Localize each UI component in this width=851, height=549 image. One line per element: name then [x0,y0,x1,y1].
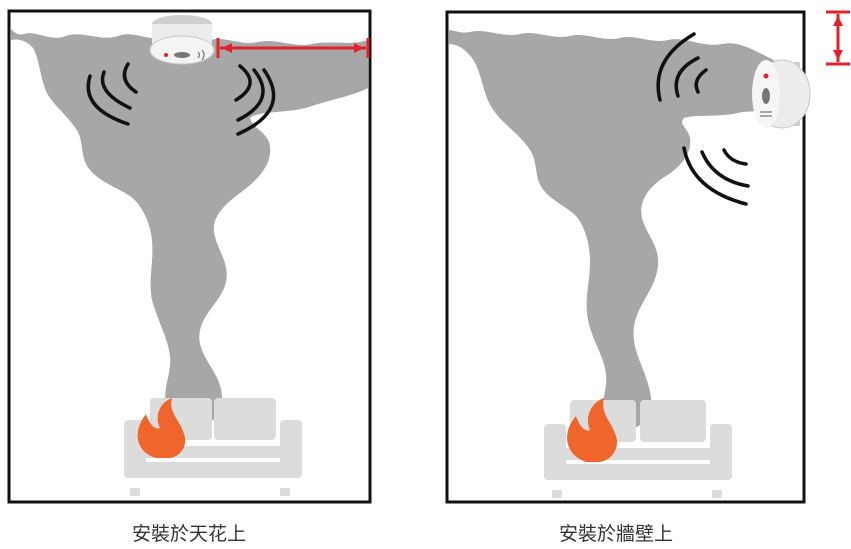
sofa [544,400,732,498]
smoke-plume [449,30,774,429]
room-frame [445,10,806,504]
distance-arrow-vertical [826,10,850,66]
smoke-plume [11,29,368,426]
distance-arrow [216,38,370,58]
ceiling-mount-caption: 安裝於天花上 [131,523,246,545]
sound-waves-lower [682,146,750,206]
sound-waves-upper [656,32,708,102]
ceiling-mount-illustration [7,9,372,504]
wall-smoke-detector [752,59,811,129]
wall-mount-caption: 安裝於牆壁上 [558,523,673,545]
sound-waves-left [86,62,138,126]
ceiling-smoke-detector [149,15,215,65]
flame-icon [567,398,618,462]
wall-mount-illustration [445,10,850,504]
room-frame [7,9,372,504]
flame-icon [137,398,186,458]
sound-waves-right [234,64,276,136]
wall-mount-panel: 安裝於牆壁上 [430,0,851,549]
ceiling-mount-panel: 安裝於天花上 [0,0,420,549]
